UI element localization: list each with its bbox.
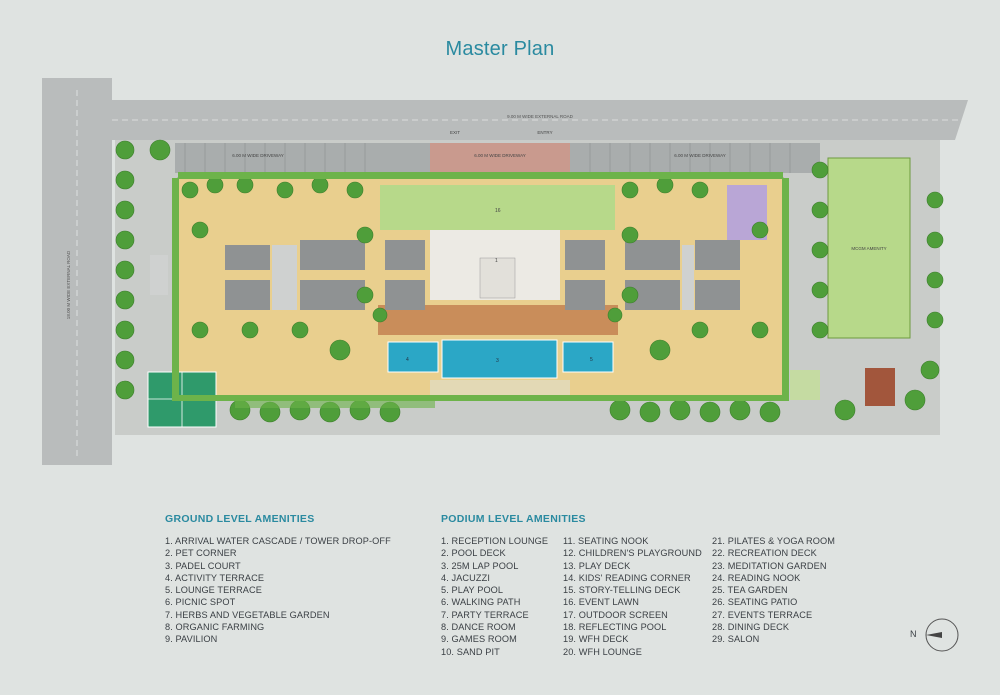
exit-label: EXIT bbox=[450, 130, 460, 135]
list-item: 10. SAND PIT bbox=[441, 646, 500, 657]
list-item: 11. SEATING NOOK bbox=[563, 536, 649, 546]
list-item: 13. PLAY DECK bbox=[563, 560, 631, 571]
list-item: 24. READING NOOK bbox=[712, 572, 801, 583]
ground-level-list: 1. ARRIVAL WATER CASCADE / TOWER DROP-OF… bbox=[165, 535, 391, 646]
driveway-right bbox=[570, 143, 820, 173]
list-item: 16. EVENT LAWN bbox=[563, 597, 639, 608]
list-item: 2. POOL DECK bbox=[441, 548, 506, 559]
list-item: 4. JACUZZI bbox=[441, 572, 490, 583]
driveway-center-label: 6.00 M WIDE DRIVEWAY bbox=[474, 153, 526, 158]
walking-path bbox=[430, 380, 570, 395]
list-item: 6. WALKING PATH bbox=[441, 597, 521, 608]
list-item: 22. RECREATION DECK bbox=[712, 548, 817, 559]
list-item: 9. GAMES ROOM bbox=[441, 634, 517, 645]
entry-label: ENTRY bbox=[537, 130, 552, 135]
list-item: 3. 25M LAP POOL bbox=[441, 560, 519, 571]
list-item: 3. PADEL COURT bbox=[165, 560, 241, 571]
west-road-label: 18.00 M WIDE EXTERNAL ROAD bbox=[66, 250, 71, 319]
list-item: 17. OUTDOOR SCREEN bbox=[563, 609, 668, 620]
list-item: 9. PAVILION bbox=[165, 634, 218, 645]
driveway-right-label: 6.00 M WIDE DRIVEWAY bbox=[674, 153, 726, 158]
list-item: 4. ACTIVITY TERRACE bbox=[165, 572, 265, 583]
list-item: 25. TEA GARDEN bbox=[712, 585, 788, 596]
list-item: 2. PET CORNER bbox=[165, 548, 237, 559]
list-item: 12. CHILDREN'S PLAYGROUND bbox=[563, 548, 702, 559]
driveway-left-label: 6.00 M WIDE DRIVEWAY bbox=[232, 153, 284, 158]
jacuzzi-right bbox=[562, 341, 614, 373]
page-title: Master Plan bbox=[445, 38, 555, 60]
list-item: 18. REFLECTING POOL bbox=[563, 622, 667, 633]
podium-level-title: PODIUM LEVEL AMENITIES bbox=[441, 513, 586, 525]
list-item: 19. WFH DECK bbox=[563, 634, 629, 645]
list-item: 1. RECEPTION LOUNGE bbox=[441, 536, 549, 546]
svg-text:16: 16 bbox=[495, 208, 501, 214]
master-plan-map: 9.00 M WIDE EXTERNAL ROAD 18.00 M WIDE E… bbox=[42, 78, 968, 465]
list-item: 15. STORY-TELLING DECK bbox=[563, 585, 681, 596]
pavilion bbox=[865, 368, 895, 406]
list-item: 14. KIDS' READING CORNER bbox=[563, 572, 691, 583]
list-item: 5. PLAY POOL bbox=[441, 585, 504, 596]
north-road-label: 9.00 M WIDE EXTERNAL ROAD bbox=[507, 114, 574, 119]
list-item: 5. LOUNGE TERRACE bbox=[165, 585, 263, 596]
svg-text:5: 5 bbox=[590, 357, 593, 363]
list-item: 1. ARRIVAL WATER CASCADE / TOWER DROP-OF… bbox=[165, 536, 391, 546]
list-item: 7. PARTY TERRACE bbox=[441, 609, 529, 620]
list-item: 28. DINING DECK bbox=[712, 622, 790, 633]
compass-label: N bbox=[910, 629, 917, 639]
list-item: 8. ORGANIC FARMING bbox=[165, 622, 265, 633]
list-item: 8. DANCE ROOM bbox=[441, 622, 516, 633]
list-item: 20. WFH LOUNGE bbox=[563, 646, 642, 657]
driveway-center bbox=[430, 143, 570, 173]
svg-text:4: 4 bbox=[406, 357, 409, 363]
organic-farming bbox=[790, 370, 820, 400]
list-item: 6. PICNIC SPOT bbox=[165, 597, 236, 608]
list-item: 29. SALON bbox=[712, 634, 760, 645]
ground-level-title: GROUND LEVEL AMENITIES bbox=[165, 513, 315, 525]
driveway-left bbox=[175, 143, 430, 173]
north-external-road bbox=[112, 100, 968, 140]
podium-list-col1: 1. RECEPTION LOUNGE 2. POOL DECK 3. 25M … bbox=[441, 535, 548, 658]
amenity-label: MCGM AMENITY bbox=[851, 246, 886, 251]
list-item: 26. SEATING PATIO bbox=[712, 597, 798, 608]
list-item: 27. EVENTS TERRACE bbox=[712, 609, 813, 620]
north-arrow-icon bbox=[925, 618, 959, 652]
lap-pool bbox=[441, 339, 558, 379]
jacuzzi-left bbox=[387, 341, 439, 373]
list-item: 7. HERBS AND VEGETABLE GARDEN bbox=[165, 609, 330, 620]
podium-list-col2: 11. SEATING NOOK 12. CHILDREN'S PLAYGROU… bbox=[563, 535, 702, 658]
list-item: 23. MEDITATION GARDEN bbox=[712, 560, 827, 571]
podium-list-col3: 21. PILATES & YOGA ROOM 22. RECREATION D… bbox=[712, 535, 835, 646]
svg-text:3: 3 bbox=[496, 358, 499, 364]
mcgm-amenity bbox=[827, 157, 911, 339]
event-lawn bbox=[380, 185, 615, 230]
list-item: 21. PILATES & YOGA ROOM bbox=[712, 536, 835, 546]
svg-text:1: 1 bbox=[495, 258, 498, 264]
